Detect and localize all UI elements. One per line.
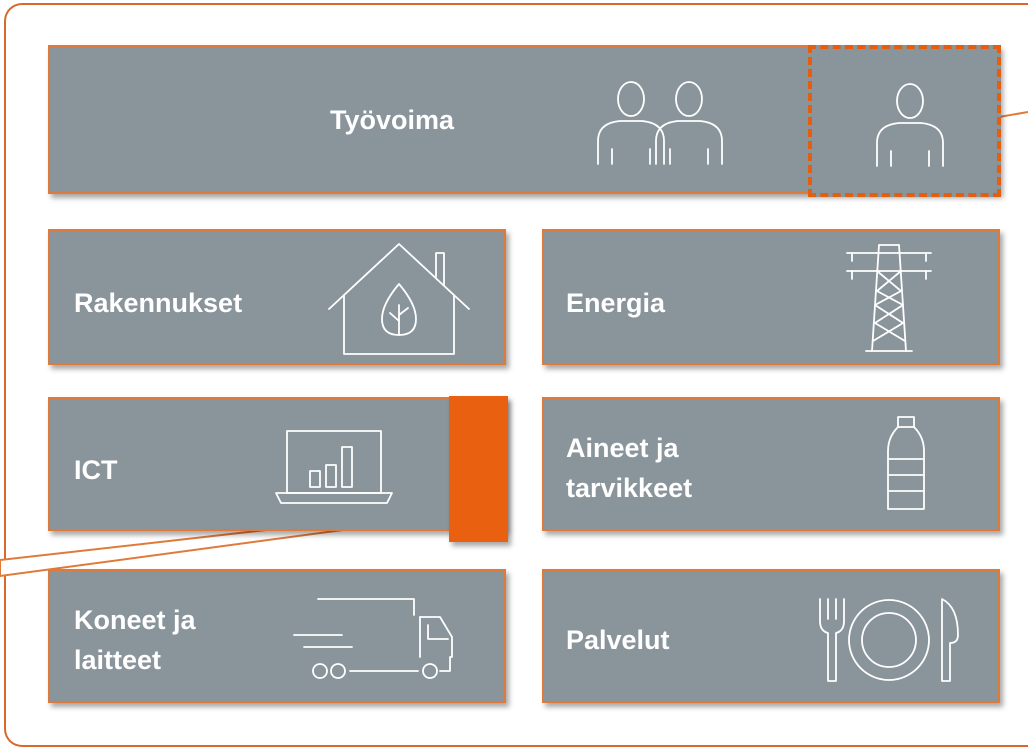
energia-label: Energia (566, 288, 666, 318)
tyovoima-callout (808, 45, 1001, 197)
tile-koneet: Koneet ja laitteet (48, 569, 506, 703)
person-icon (876, 83, 944, 167)
house-leaf-icon (328, 243, 470, 355)
aineet-label-line1: Aineet ja (566, 433, 679, 463)
tile-aineet: Aineet ja tarvikkeet (542, 397, 1000, 531)
rakennukset-label: Rakennukset (74, 288, 243, 318)
tile-palvelut: Palvelut (542, 569, 1000, 703)
koneet-label-line1: Koneet ja (74, 605, 196, 635)
aineet-label-line2: tarvikkeet (566, 473, 693, 503)
power-pylon-icon (846, 244, 932, 352)
people-icon (597, 81, 723, 165)
ict-label: ICT (74, 455, 118, 485)
bottle-icon (887, 416, 925, 510)
plate-cutlery-icon (819, 598, 959, 682)
ict-marker (449, 396, 508, 542)
laptop-chart-icon (275, 430, 393, 504)
diagram-frame (4, 3, 1028, 747)
tile-rakennukset: Rakennukset (48, 229, 506, 365)
tyovoima-label: Työvoima (330, 105, 455, 135)
truck-icon (293, 598, 453, 679)
tile-ict: ICT (48, 397, 506, 531)
koneet-label-line2: laitteet (74, 645, 162, 675)
palvelut-label: Palvelut (566, 625, 670, 655)
tile-energia: Energia (542, 229, 1000, 365)
